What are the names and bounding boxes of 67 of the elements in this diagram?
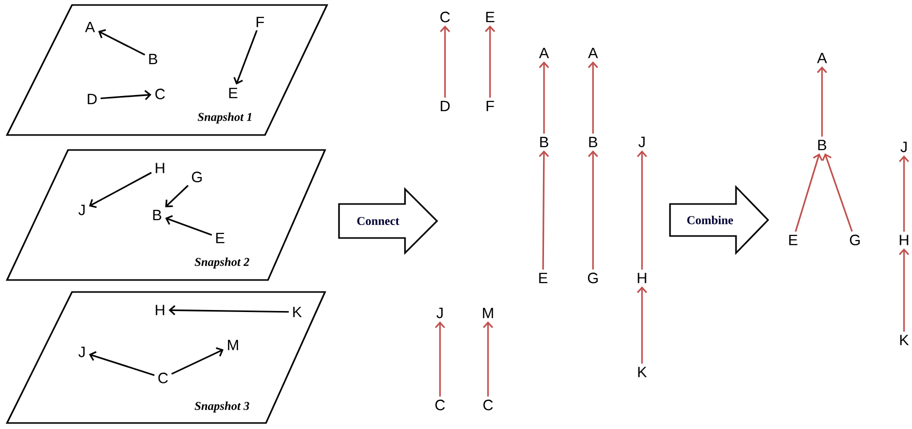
arrow: [898, 248, 910, 332]
vertex-letter: B: [540, 136, 548, 148]
arrow: [168, 305, 289, 316]
arrow: [98, 29, 146, 56]
vertex-letter: B: [149, 54, 158, 64]
vertex-letter: C: [440, 12, 450, 22]
arrow: [588, 150, 598, 270]
arrow: [440, 26, 450, 98]
vertex-letter: E: [229, 88, 238, 98]
vertex-letter: C: [435, 400, 445, 410]
vertex-letter: J: [78, 204, 85, 216]
arrow: [794, 153, 823, 232]
arrow: [898, 155, 910, 232]
arrow: [434, 321, 446, 396]
vertex-letter: E: [216, 232, 224, 244]
arrow: [588, 61, 598, 134]
vertex-letter: C: [483, 400, 493, 410]
vertex-letter: H: [156, 162, 164, 174]
vertex-letter: F: [256, 16, 264, 28]
vertex-letter: J: [638, 136, 645, 148]
vertex-letter: H: [638, 272, 646, 284]
arrow: [171, 347, 224, 375]
arrow: [636, 286, 648, 364]
snapshot-label: Snapshot 3: [194, 402, 250, 412]
vertex-letter: E: [486, 12, 494, 22]
arrow: [538, 150, 549, 270]
arrow: [636, 150, 648, 270]
vertex-letter: E: [789, 234, 798, 246]
vertex-letter: K: [293, 306, 302, 318]
vertex-letter: B: [153, 210, 162, 220]
arrow: [822, 153, 853, 232]
vertex-letter: H: [900, 234, 908, 246]
vertex-letter: D: [440, 100, 450, 112]
vertex-letter: A: [539, 48, 549, 58]
snapshot-label: Snapshot 1: [198, 112, 252, 124]
arrow: [88, 172, 152, 208]
vertex-letter: C: [158, 372, 168, 384]
vertex-letter: B: [589, 136, 598, 148]
vertex-letter: F: [486, 100, 494, 112]
vertex-letter: G: [850, 234, 860, 246]
vertex-letter: E: [539, 272, 548, 284]
vertex-letter: M: [228, 340, 238, 350]
vertex-letter: A: [588, 48, 598, 58]
vertex-letter: K: [638, 366, 647, 378]
vertex-letter: B: [818, 140, 826, 150]
arrow: [482, 321, 494, 396]
arrow: [165, 215, 212, 236]
arrow: [165, 184, 189, 208]
vertex-letter: D: [88, 94, 97, 104]
vertex-letter: J: [436, 308, 443, 318]
arrow: [484, 25, 496, 98]
vertex-letter: C: [155, 88, 165, 100]
vertex-letter: G: [192, 172, 202, 182]
snapshot-label: Snapshot 2: [194, 258, 250, 268]
vertex-letter: G: [588, 272, 598, 284]
arrow: [816, 66, 828, 137]
vertex-letter: J: [78, 346, 85, 358]
vertex-letter: K: [900, 334, 909, 346]
vertex-letter: J: [900, 142, 907, 152]
arrow: [100, 90, 152, 100]
vertex-letter: H: [156, 304, 164, 316]
arrow: [538, 61, 550, 134]
vertex-letter: A: [85, 22, 95, 32]
arrow: [88, 351, 155, 376]
vertex-letter: M: [482, 308, 494, 318]
arrow: [233, 30, 258, 85]
vertex-letter: A: [817, 52, 827, 64]
